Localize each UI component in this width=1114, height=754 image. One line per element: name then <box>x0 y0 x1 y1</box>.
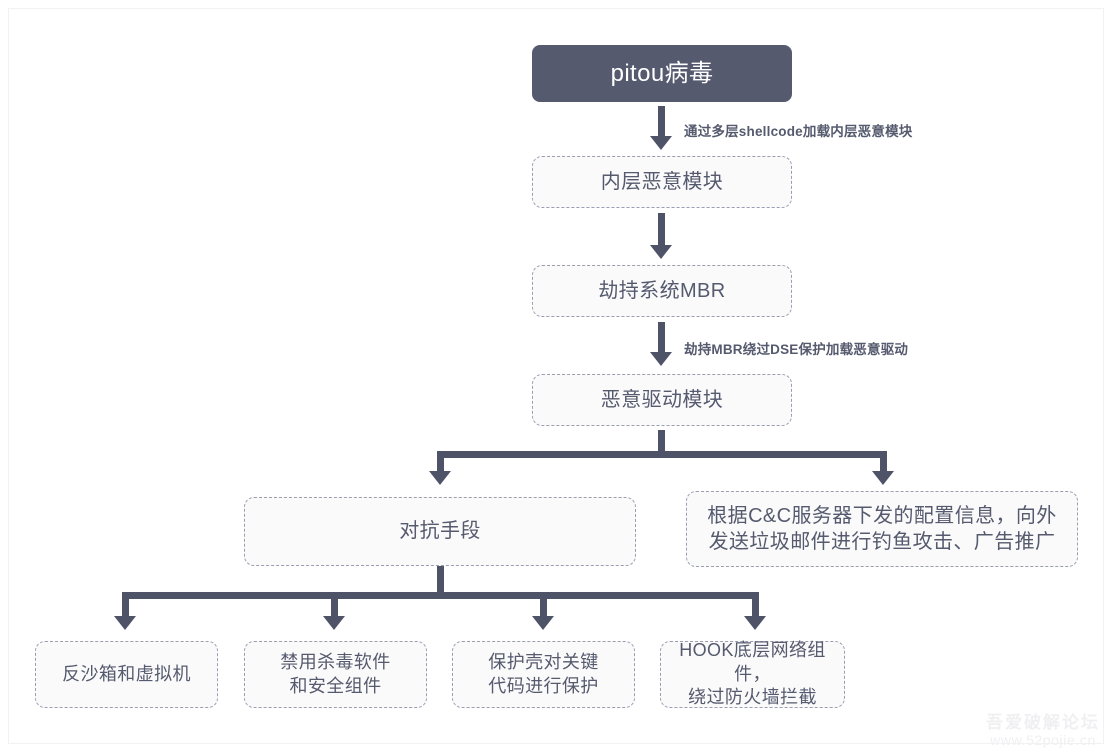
watermark-site-name: 吾爱破解论坛 <box>986 712 1100 732</box>
node-leaf-hook-network-components[interactable]: HOOK底层网络组件， 绕过防火墙拦截 <box>660 640 845 708</box>
connector-mbr-to-driver-module <box>658 322 665 355</box>
connector-driver-branch-bar <box>437 451 887 458</box>
connector-countermeasures-stem <box>437 566 444 592</box>
arrow-head-root-to-inner-module <box>650 136 672 150</box>
connector-driver-branch-stem <box>658 430 665 451</box>
connector-leaf-2-drop <box>331 592 338 619</box>
arrow-head-leaf-code-protection <box>532 616 554 630</box>
edge-label-dse-bypass: 劫持MBR绕过DSE保护加载恶意驱动 <box>684 342 909 357</box>
node-leaf-shell-code-protection[interactable]: 保护壳对关键 代码进行保护 <box>452 641 635 708</box>
node-leaf-anti-sandbox-vm[interactable]: 反沙箱和虚拟机 <box>35 641 218 708</box>
arrow-head-branch-countermeasures <box>429 471 451 485</box>
edge-label-shellcode-loading: 通过多层shellcode加载内层恶意模块 <box>684 124 913 139</box>
node-hijack-system-mbr[interactable]: 劫持系统MBR <box>532 265 792 317</box>
connector-leaf-1-drop <box>122 592 129 619</box>
node-leaf-disable-antivirus[interactable]: 禁用杀毒软件 和安全组件 <box>244 641 427 708</box>
connector-root-to-inner-module <box>658 106 665 139</box>
watermark-site-url: www.52pojie.cn <box>990 731 1096 748</box>
arrow-head-leaf-hook-network <box>744 616 766 630</box>
connector-leaf-4-drop <box>752 592 759 619</box>
arrow-head-mbr-to-driver-module <box>650 352 672 366</box>
connector-driver-branch-right-drop <box>880 451 887 474</box>
connector-countermeasures-bar <box>122 592 759 599</box>
node-malicious-driver-module[interactable]: 恶意驱动模块 <box>532 374 792 426</box>
arrow-head-branch-cc-server <box>872 471 894 485</box>
node-root-pitou-virus[interactable]: pitou病毒 <box>532 45 792 102</box>
connector-driver-branch-left-drop <box>437 451 444 474</box>
connector-inner-module-to-mbr <box>658 213 665 248</box>
arrow-head-leaf-disable-antivirus <box>323 616 345 630</box>
arrow-head-inner-module-to-mbr <box>650 245 672 259</box>
node-inner-malicious-module[interactable]: 内层恶意模块 <box>532 156 792 208</box>
watermark: 吾爱破解论坛 www.52pojie.cn <box>986 712 1100 748</box>
arrow-head-leaf-anti-sandbox <box>114 616 136 630</box>
connector-leaf-3-drop <box>540 592 547 619</box>
node-countermeasures[interactable]: 对抗手段 <box>244 497 636 566</box>
node-cc-server-spam-campaign[interactable]: 根据C&C服务器下发的配置信息，向外 发送垃圾邮件进行钓鱼攻击、广告推广 <box>686 491 1078 567</box>
